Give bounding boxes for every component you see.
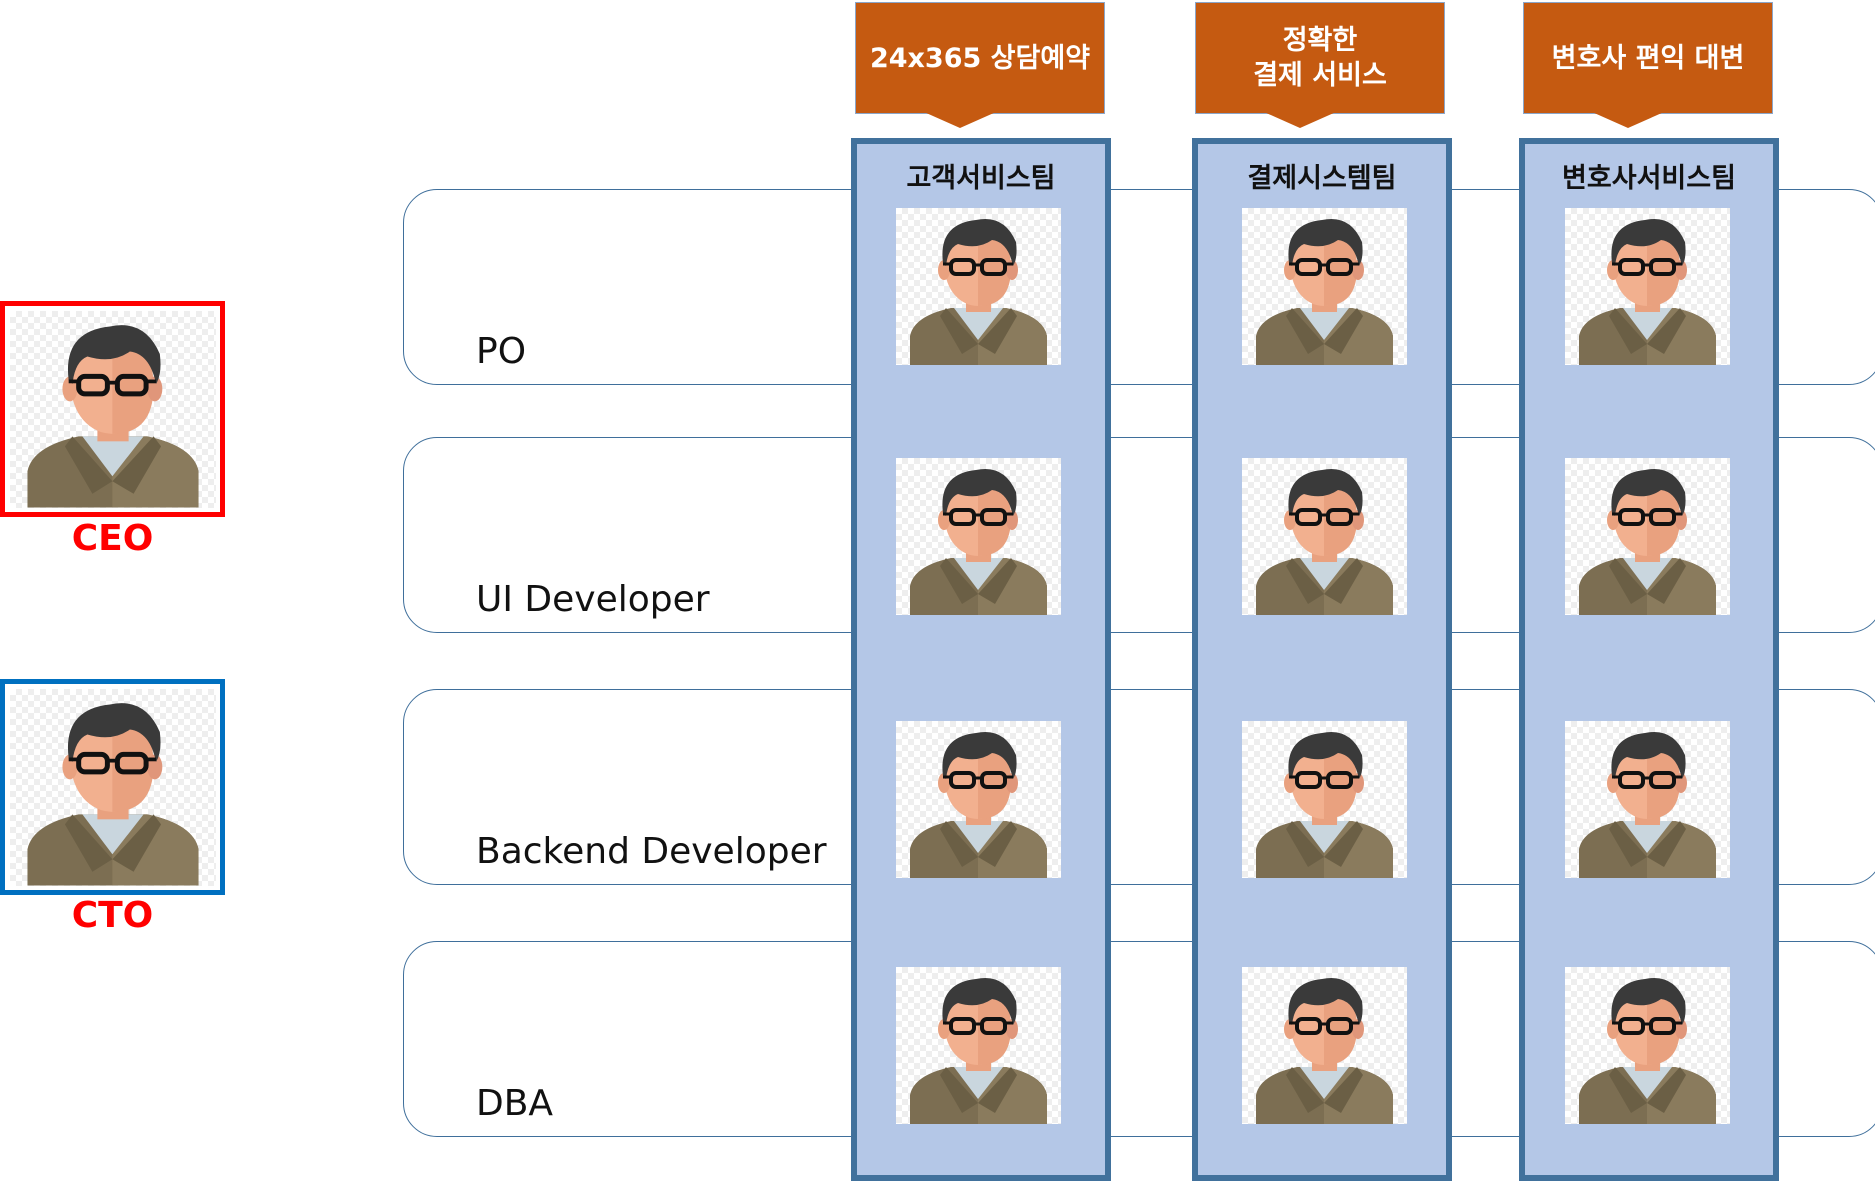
person-avatar-icon xyxy=(1565,721,1730,878)
role-label-ui-developer: UI Developer xyxy=(476,579,710,620)
callout-text: 24x365 상담예약 xyxy=(869,42,1091,74)
person-avatar-icon xyxy=(896,458,1061,615)
role-label-po: PO xyxy=(476,331,527,372)
person-avatar-icon xyxy=(1565,967,1730,1124)
callout-box: 24x365 상담예약 xyxy=(855,2,1105,114)
team-title: 변호사서비스팀 xyxy=(1562,163,1736,194)
person-avatar-icon xyxy=(1242,967,1407,1124)
person-avatar-icon xyxy=(1242,208,1407,365)
person-avatar-icon xyxy=(1565,208,1730,365)
team-callout: 변호사 편익 대변 xyxy=(1523,2,1773,128)
ceo-label: CEO xyxy=(71,518,154,559)
person-avatar-icon xyxy=(1242,721,1407,878)
person-avatar-icon xyxy=(896,208,1061,365)
role-label-dba: DBA xyxy=(476,1083,554,1124)
team-callout: 정확한 결제 서비스 xyxy=(1195,2,1445,128)
cto-label: CTO xyxy=(71,895,154,936)
person-avatar-icon xyxy=(1242,458,1407,615)
callout-text: 정확한 결제 서비스 xyxy=(1253,25,1387,91)
person-avatar-icon xyxy=(1565,458,1730,615)
role-label-backend-developer: Backend Developer xyxy=(476,831,827,872)
callout-pointer xyxy=(924,112,996,128)
person-avatar-icon xyxy=(896,721,1061,878)
team-callout: 24x365 상담예약 xyxy=(855,2,1105,128)
person-avatar-icon xyxy=(10,311,216,508)
team-title: 결제시스템팀 xyxy=(1247,163,1397,194)
callout-box: 정확한 결제 서비스 xyxy=(1195,2,1445,114)
callout-box: 변호사 편익 대변 xyxy=(1523,2,1773,114)
person-avatar-icon xyxy=(10,689,216,886)
callout-pointer xyxy=(1264,112,1336,128)
team-title: 고객서비스팀 xyxy=(906,163,1056,194)
callout-pointer xyxy=(1592,112,1664,128)
ceo-card xyxy=(0,301,225,517)
cto-card xyxy=(0,679,225,895)
person-avatar-icon xyxy=(896,967,1061,1124)
callout-text: 변호사 편익 대변 xyxy=(1551,42,1745,74)
